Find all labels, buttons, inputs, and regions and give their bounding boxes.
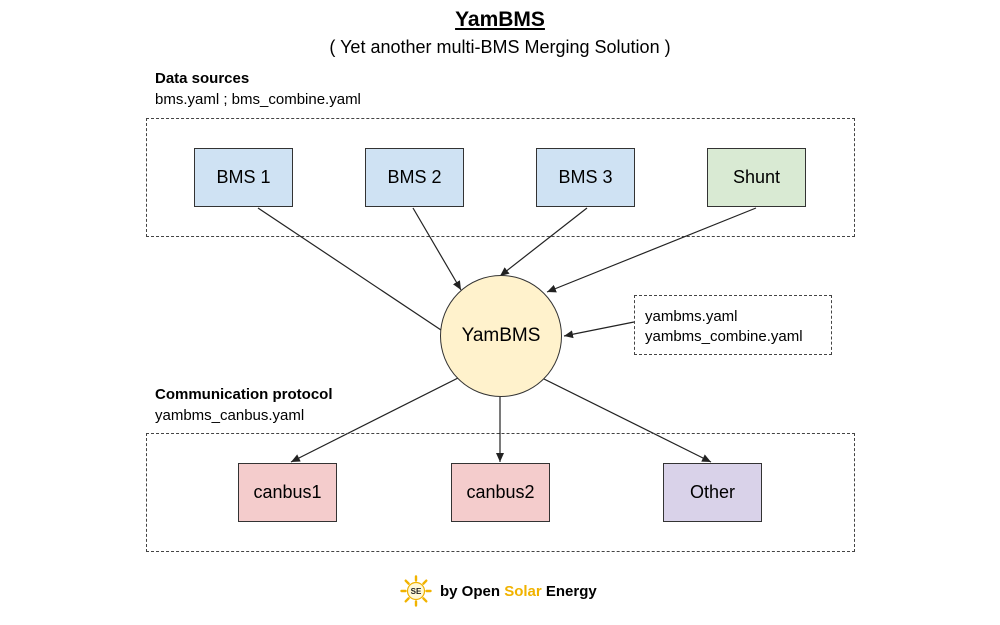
edge-bms2-to-yambms: [412, 207, 462, 291]
edge-yambms-to-other: [541, 377, 712, 463]
data-sources-group: [146, 118, 855, 237]
config-file-2: yambms_combine.yaml: [645, 328, 803, 345]
node-bms-3: BMS 3: [536, 148, 635, 207]
data-sources-files: bms.yaml ; bms_combine.yaml: [155, 91, 361, 108]
footer-prefix: by Open: [440, 582, 505, 600]
protocol-label: Communication protocol: [155, 386, 333, 403]
edge-bms1-to-yambms: [257, 207, 451, 337]
node-shunt: Shunt: [707, 148, 806, 207]
edge-shunt-to-yambms: [546, 207, 757, 293]
edge-yambms-to-canbus1: [290, 377, 459, 463]
node-other: Other: [663, 463, 762, 522]
config-file-1: yambms.yaml: [645, 308, 738, 325]
diagram-subtitle: ( Yet another multi-BMS Merging Solution…: [329, 37, 671, 57]
open-solar-energy-logo-icon: SE: [400, 575, 432, 607]
protocol-files: yambms_canbus.yaml: [155, 407, 305, 424]
edge-bms3-to-yambms: [499, 207, 588, 277]
node-bms-2: BMS 2: [365, 148, 464, 207]
protocol-group: [146, 433, 855, 552]
node-bms-1: BMS 1: [194, 148, 293, 207]
svg-text:SE: SE: [411, 587, 422, 596]
node-canbus2: canbus2: [451, 463, 550, 522]
edge-config-to-yambms: [563, 321, 635, 339]
diagram-title: YamBMS: [455, 8, 545, 31]
yambms-config-box: yambms.yaml yambms_combine.yaml: [634, 295, 832, 355]
footer-credit: SE by Open Solar Energy: [400, 575, 597, 607]
node-yambms: YamBMS: [440, 275, 562, 397]
footer-accent-word: Solar: [504, 582, 542, 600]
footer-suffix: Energy: [541, 582, 597, 600]
data-sources-label: Data sources: [155, 70, 250, 87]
node-canbus1: canbus1: [238, 463, 337, 522]
